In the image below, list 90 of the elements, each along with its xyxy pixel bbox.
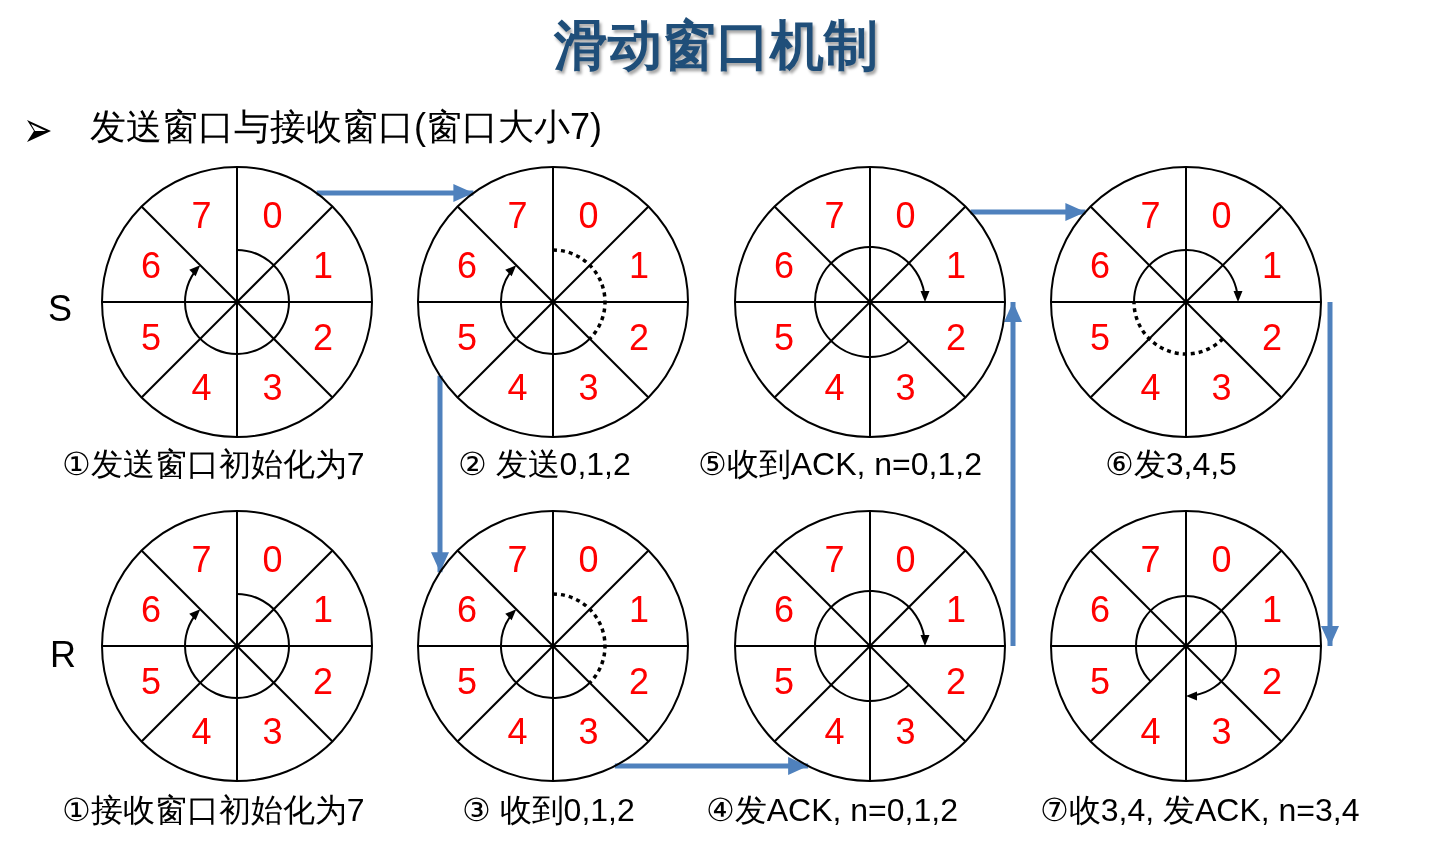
arrow bbox=[1321, 302, 1339, 646]
sequence-number: 4 bbox=[1140, 713, 1161, 750]
sequence-number: 3 bbox=[895, 369, 916, 406]
sequence-number: 1 bbox=[945, 248, 966, 285]
sequence-number: 0 bbox=[895, 198, 916, 235]
sequence-number: 1 bbox=[628, 592, 649, 629]
sequence-number: 5 bbox=[774, 319, 795, 356]
sequence-number: 6 bbox=[1090, 592, 1111, 629]
sequence-number: 1 bbox=[945, 592, 966, 629]
sequence-number: 2 bbox=[312, 319, 333, 356]
sequence-number: 0 bbox=[895, 542, 916, 579]
sequence-number: 4 bbox=[824, 369, 845, 406]
sequence-number: 1 bbox=[312, 592, 333, 629]
sequence-number: 2 bbox=[628, 319, 649, 356]
sequence-number: 5 bbox=[457, 319, 478, 356]
sequence-circle bbox=[100, 509, 374, 783]
sequence-number: 1 bbox=[1261, 592, 1282, 629]
sequence-number: 3 bbox=[262, 713, 283, 750]
sequence-number: 5 bbox=[141, 319, 162, 356]
sequence-circle bbox=[1049, 509, 1323, 783]
sequence-number: 4 bbox=[824, 713, 845, 750]
sequence-number: 0 bbox=[578, 542, 599, 579]
row-label: S bbox=[48, 288, 72, 330]
sequence-number: 3 bbox=[1211, 369, 1232, 406]
step-caption: ② 发送0,1,2 bbox=[458, 446, 631, 483]
sequence-number: 7 bbox=[507, 542, 528, 579]
step-caption: ⑥发3,4,5 bbox=[1105, 446, 1237, 483]
sequence-number: 5 bbox=[1090, 663, 1111, 700]
sequence-number: 3 bbox=[895, 713, 916, 750]
sequence-number: 1 bbox=[1261, 248, 1282, 285]
sequence-number: 7 bbox=[1140, 542, 1161, 579]
sequence-circle bbox=[416, 165, 690, 439]
sequence-number: 5 bbox=[1090, 319, 1111, 356]
step-caption: ①发送窗口初始化为7 bbox=[62, 446, 365, 483]
sequence-number: 1 bbox=[628, 248, 649, 285]
sequence-circle bbox=[100, 165, 374, 439]
sequence-number: 0 bbox=[1211, 198, 1232, 235]
sequence-number: 2 bbox=[945, 663, 966, 700]
sequence-number: 3 bbox=[578, 369, 599, 406]
sequence-number: 6 bbox=[457, 248, 478, 285]
sequence-number: 5 bbox=[457, 663, 478, 700]
sequence-circle bbox=[416, 509, 690, 783]
sequence-number: 4 bbox=[191, 369, 212, 406]
sequence-number: 6 bbox=[774, 592, 795, 629]
step-caption: ③ 收到0,1,2 bbox=[462, 792, 635, 829]
sequence-number: 2 bbox=[1261, 663, 1282, 700]
step-caption: ⑦收3,4, 发ACK, n=3,4 bbox=[1040, 792, 1360, 829]
sequence-circle bbox=[1049, 165, 1323, 439]
sequence-number: 6 bbox=[774, 248, 795, 285]
sequence-number: 0 bbox=[578, 198, 599, 235]
sequence-number: 2 bbox=[312, 663, 333, 700]
sequence-number: 7 bbox=[1140, 198, 1161, 235]
sequence-number: 4 bbox=[507, 369, 528, 406]
arrow bbox=[970, 203, 1086, 221]
sequence-circle bbox=[733, 509, 1007, 783]
slide-title: 滑动窗口机制 bbox=[554, 14, 878, 77]
sequence-number: 4 bbox=[191, 713, 212, 750]
sequence-number: 7 bbox=[824, 542, 845, 579]
sequence-number: 1 bbox=[312, 248, 333, 285]
sequence-number: 7 bbox=[191, 542, 212, 579]
sequence-number: 2 bbox=[628, 663, 649, 700]
step-caption: ⑤收到ACK, n=0,1,2 bbox=[698, 446, 982, 483]
arrow bbox=[316, 184, 474, 202]
step-caption: ①接收窗口初始化为7 bbox=[62, 792, 365, 829]
sequence-number: 7 bbox=[824, 198, 845, 235]
arrow bbox=[431, 375, 449, 573]
sequence-number: 5 bbox=[774, 663, 795, 700]
sequence-number: 6 bbox=[1090, 248, 1111, 285]
sequence-number: 7 bbox=[191, 198, 212, 235]
sequence-number: 2 bbox=[1261, 319, 1282, 356]
sequence-number: 0 bbox=[262, 198, 283, 235]
sequence-number: 3 bbox=[578, 713, 599, 750]
sequence-number: 5 bbox=[141, 663, 162, 700]
section-heading: 发送窗口与接收窗口(窗口大小7) bbox=[90, 106, 602, 148]
sequence-number: 3 bbox=[1211, 713, 1232, 750]
sequence-number: 7 bbox=[507, 198, 528, 235]
arrow bbox=[1004, 302, 1022, 646]
sequence-number: 6 bbox=[141, 592, 162, 629]
sequence-number: 0 bbox=[1211, 542, 1232, 579]
row-label: R bbox=[50, 634, 76, 676]
sequence-number: 2 bbox=[945, 319, 966, 356]
sequence-circle bbox=[733, 165, 1007, 439]
sequence-number: 4 bbox=[507, 713, 528, 750]
sequence-number: 4 bbox=[1140, 369, 1161, 406]
sequence-number: 6 bbox=[457, 592, 478, 629]
sequence-number: 6 bbox=[141, 248, 162, 285]
sequence-number: 0 bbox=[262, 542, 283, 579]
arrow bbox=[614, 757, 809, 775]
step-caption: ④发ACK, n=0,1,2 bbox=[706, 792, 958, 829]
sequence-number: 3 bbox=[262, 369, 283, 406]
